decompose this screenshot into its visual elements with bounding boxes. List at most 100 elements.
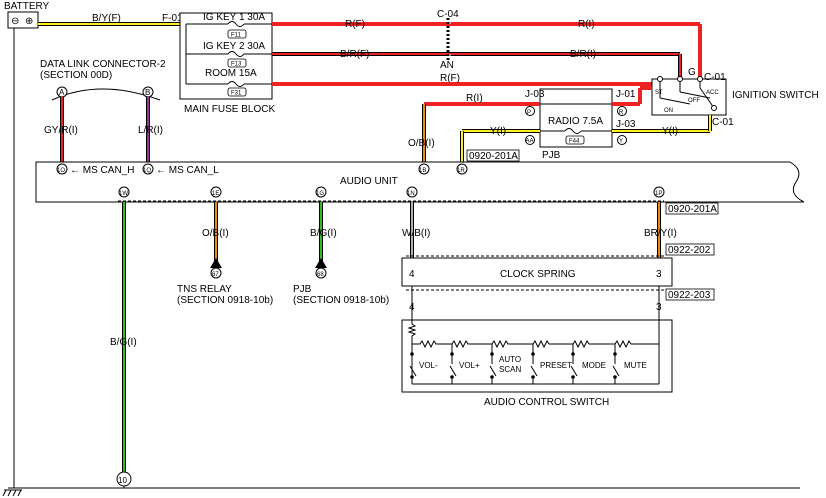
pjb-pin-aa: AA <box>526 139 534 145</box>
code-0922-202: 0922-202 <box>668 245 711 256</box>
audio-pin-1w: 1W <box>119 191 128 197</box>
tns-relay-label-line1: TNS RELAY <box>177 284 232 295</box>
ground-icon <box>2 489 22 497</box>
audio-pin-1o: 1O <box>57 168 65 174</box>
connector-c01b: C-01 <box>712 117 734 128</box>
ms-can-l-label: ← MS CAN_L <box>156 165 219 176</box>
connector-c04: C-04 AN <box>437 9 459 71</box>
data-link-connector: DATA LINK CONNECTOR-2 (SECTION 00D) A B <box>40 59 166 101</box>
clock-spring-label: CLOCK SPRING <box>500 269 576 280</box>
wire-l-r: L/R(I) <box>138 97 163 164</box>
switch-label-scan: SCAN <box>499 365 521 374</box>
connector-c01a: C-01 <box>704 72 726 83</box>
connector-j01: J-01 <box>616 89 636 100</box>
clock-spring-pin-3a: 3 <box>656 269 662 280</box>
audio-pin-1n: 1N <box>407 191 415 197</box>
splice-an-label: AN <box>440 60 454 71</box>
pjb-ref-label-line1: PJB <box>293 284 312 295</box>
ground: 10 <box>2 471 800 497</box>
connector-c04-label: C-04 <box>437 9 459 20</box>
pjb-label: PJB <box>542 150 561 161</box>
wire-y-left: Y(I) <box>460 126 540 164</box>
audio-pin-1g: 1G <box>316 191 324 197</box>
battery-plus: ⊕ <box>25 16 33 27</box>
ignition-switch-arm-icon <box>659 97 691 105</box>
wire-label-l-r: L/R(I) <box>138 125 163 136</box>
wire-r-pjb: R(I) <box>424 86 652 106</box>
wire-label-brf: B/R(F) <box>340 49 369 60</box>
pjb-ref-label-line2: (SECTION 0918-10b) <box>293 295 389 306</box>
wire-label-by-f: B/Y(F) <box>92 13 121 24</box>
switch-mode: MODE <box>570 344 606 384</box>
audio-pin-1q: 1Q <box>143 168 151 174</box>
fuse-f11-icon <box>227 21 245 27</box>
switch-pos-st: ST <box>655 90 663 96</box>
wire-label-b-g-1: B/G(I) <box>310 228 337 239</box>
wire-w-b: W/B(I) <box>402 202 430 258</box>
wire-by-f: B/Y(F) F-01 <box>38 13 183 26</box>
wire-o-b-1b: O/B(I) <box>408 104 435 164</box>
code-0922-203: 0922-203 <box>668 290 711 301</box>
switch-label-mute: MUTE <box>624 361 647 370</box>
resistor-ladder-icon <box>412 339 659 349</box>
wire-b-g-ground: B/G(I) <box>110 202 137 472</box>
code-0920-201a-top: 0920-201A <box>469 151 518 162</box>
audio-pin-1b: 1B <box>419 168 426 174</box>
wire-label-o-b-2: O/B(I) <box>202 228 229 239</box>
tns-relay-label-line2: (SECTION 0918-10b) <box>177 295 273 306</box>
battery-label: BATTERY <box>4 1 50 12</box>
battery-minus: ⊖ <box>11 16 19 27</box>
ref-68: 68 <box>317 272 324 278</box>
main-fuse-block: IG KEY 1 30A IG KEY 2 30A ROOM 15A F11 F… <box>179 12 275 115</box>
code-tag-3: 0922-202 <box>406 243 715 257</box>
arrow-tns-icon <box>210 258 222 268</box>
switch-label-mode: MODE <box>582 361 606 370</box>
wire-br-y: BR/Y(I) <box>644 202 677 258</box>
switch-pos-on: ON <box>664 108 673 114</box>
wire-label-rf2: R(F) <box>440 73 460 84</box>
code-tag-4: 0922-203 4 3 <box>406 288 715 313</box>
wire-label-gy-r: GY/R(I) <box>44 125 78 136</box>
pjb: J-03 J-01 P R RADIO 7.5A F44 J-03 AA Y P… <box>525 88 640 161</box>
pjb-pin-p: P <box>527 110 531 116</box>
audio-unit-label: AUDIO UNIT <box>340 176 398 187</box>
wire-label-rf1: R(F) <box>345 19 365 30</box>
fuse-ig-key2-label: IG KEY 2 30A <box>203 41 265 52</box>
ignition-switch: G C-01 C-01 IGNITION SWITCH OFF ON ACC S… <box>651 67 819 128</box>
switch-label-vol-plus: VOL+ <box>459 361 480 370</box>
wire-label-br-y: BR/Y(I) <box>644 228 677 239</box>
ref-67: 67 <box>212 272 219 278</box>
code-tag-2: 0920-201A <box>665 202 719 215</box>
audio-pin-1r: 1R <box>457 168 465 174</box>
wire-label-y2: Y(I) <box>662 126 678 137</box>
dlc-label-line2: (SECTION 00D) <box>40 70 112 81</box>
switch-vol-minus: VOL- <box>409 352 438 379</box>
dlc-pin-b: B <box>145 88 150 97</box>
wire-label-w-b: W/B(I) <box>402 228 430 239</box>
wire-label-o-b: O/B(I) <box>408 138 435 149</box>
switch-mute: MUTE <box>612 344 647 384</box>
fuse-f31-id: F31 <box>231 91 242 97</box>
wire-y-right: Y(I) <box>612 115 712 137</box>
audio-pin-1e: 1E <box>212 191 219 197</box>
wire-br-ig-key2: B/R(F) B/R(I) <box>272 49 682 79</box>
ground-number: 10 <box>118 476 127 485</box>
fuse-f13-id: F13 <box>231 62 242 68</box>
audio-pin-1p: 1P <box>655 191 662 197</box>
switch-vol-plus: VOL+ <box>449 344 480 384</box>
fuse-radio-label: RADIO 7.5A <box>548 116 603 127</box>
switch-pos-off: OFF <box>688 98 700 104</box>
wire-o-b-tns: O/B(I) 67 TNS RELAY (SECTION 0918-10b) <box>177 202 273 306</box>
wire-label-b-g-2: B/G(I) <box>110 337 137 348</box>
audio-control-switch: AUDIO CONTROL SWITCH VOL- VOL+ <box>401 319 673 408</box>
switch-auto-scan: AUTO SCAN <box>489 344 521 384</box>
code-0920-201a-bottom: 0920-201A <box>668 204 717 215</box>
ms-can-h-label: ← MS CAN_H <box>70 165 134 176</box>
connector-j03a: J-03 <box>525 89 545 100</box>
arrow-pjb-icon <box>315 258 327 268</box>
wire-gy-r: GY/R(I) <box>44 97 78 164</box>
fuse-f44-id: F44 <box>569 139 580 145</box>
connector-j03b: J-03 <box>616 119 636 130</box>
